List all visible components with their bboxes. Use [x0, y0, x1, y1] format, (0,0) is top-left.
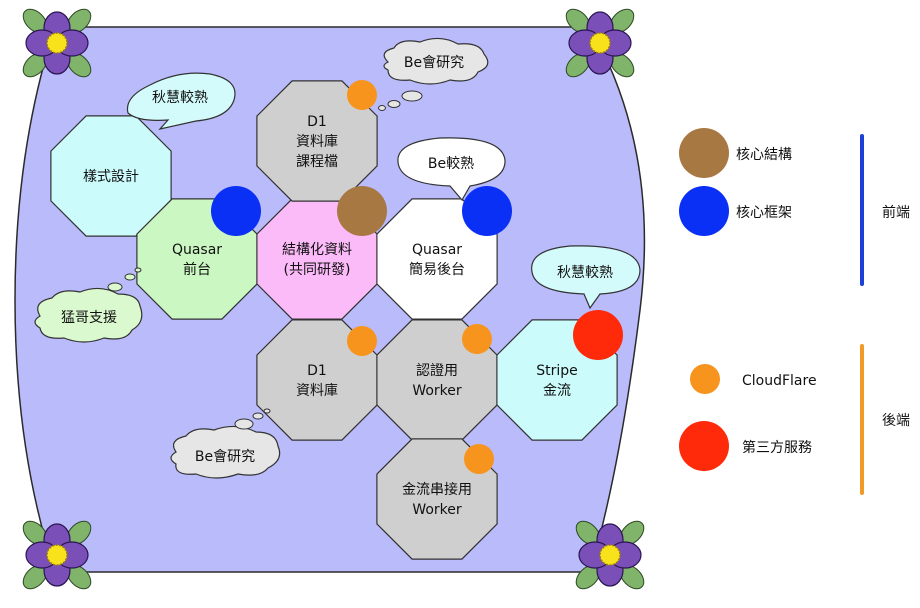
thought-cloud-be-research-top: Be會研究	[378, 37, 489, 111]
node-d1-db-label: D1 資料庫	[296, 363, 338, 399]
node-label-line: (共同研發)	[284, 262, 351, 278]
speech-bubble-qiuhui-stripe-text: 秋慧較熟	[557, 265, 613, 281]
node-styling: 樣式設計	[50, 115, 172, 237]
marker-core-structure-structured-data	[337, 186, 387, 236]
legend-cloudflare-label: CloudFlare	[742, 373, 817, 389]
marker-core-framework-quasar-backend	[462, 186, 512, 236]
marker-third-party-stripe	[573, 310, 623, 360]
node-label-line: 前台	[183, 261, 211, 278]
marker-cloudflare-d1-db	[347, 326, 377, 356]
flower-decoration-bottom-right	[570, 515, 650, 595]
node-label-line: Quasar	[172, 242, 222, 258]
node-auth-worker-label: 認證用 Worker	[412, 362, 462, 399]
flower-decoration-top-left	[17, 3, 97, 83]
legend-core-framework-swatch	[679, 186, 729, 236]
node-d1-course-label: D1 資料庫課程檔	[296, 114, 338, 170]
thought-cloud-meng-support: 猛哥支援	[34, 267, 143, 343]
node-label-line: 認證用	[416, 362, 458, 379]
flower-decoration-top-right	[560, 3, 640, 83]
legend-core-structure-label: 核心結構	[736, 147, 792, 163]
legend-core-structure-swatch	[679, 128, 729, 178]
node-quasar-backend-label: Quasar 簡易後台	[409, 242, 465, 278]
frontend-label: 前端	[882, 204, 910, 221]
speech-bubble-be-familiar: Be較熟	[397, 137, 506, 202]
node-payment-worker: 金流串接用 Worker	[376, 438, 498, 560]
speech-bubble-qiuhui-styling: 秋慧較熟	[126, 72, 236, 130]
thought-cloud-be-research-bottom: Be會研究	[170, 408, 281, 479]
legend-cloudflare-swatch	[690, 364, 720, 394]
node-label-line: Quasar	[412, 242, 462, 258]
node-styling-label: 樣式設計	[83, 168, 139, 185]
node-payment-worker-label: 金流串接用 Worker	[402, 481, 472, 518]
legend: 核心結構 核心框架 CloudFlare 第三方服務 前端 後端	[679, 128, 910, 495]
node-label-line: Worker	[412, 383, 462, 399]
node-label-line: D1	[307, 363, 327, 379]
legend-third-party-label: 第三方服務	[742, 439, 812, 456]
node-label-line: 樣式設計	[83, 168, 139, 185]
legend-core-framework-label: 核心框架	[736, 205, 792, 221]
speech-bubble-qiuhui-styling-text: 秋慧較熟	[152, 90, 208, 106]
node-quasar-backend: Quasar 簡易後台	[376, 198, 498, 320]
thought-cloud-be-research-bottom-text: Be會研究	[195, 449, 255, 465]
node-label-line: Stripe	[536, 363, 578, 379]
node-label-line: 金流串接用	[402, 481, 472, 498]
node-structured-data-label: 結構化資料 (共同研發)	[282, 242, 352, 278]
node-label-line: 課程檔	[296, 154, 338, 170]
node-label-line: 簡易後台	[409, 262, 465, 278]
node-label-line: 資料庫	[296, 382, 338, 399]
node-label-line: 資料庫	[296, 133, 338, 150]
flower-decoration-bottom-left	[17, 515, 97, 595]
node-stripe-label: Stripe 金流	[536, 363, 578, 399]
node-label-line: 結構化資料	[282, 242, 352, 258]
legend-third-party-swatch	[679, 421, 729, 471]
thought-cloud-be-research-top-text: Be會研究	[404, 55, 464, 71]
node-d1-db: D1 資料庫	[256, 319, 378, 441]
node-label-line: 金流	[543, 383, 571, 399]
node-quasar-front-label: Quasar 前台	[172, 242, 222, 278]
marker-core-framework-quasar-front	[211, 186, 261, 236]
node-label-line: D1	[307, 114, 327, 130]
marker-cloudflare-d1-course	[347, 80, 377, 110]
backend-label: 後端	[882, 413, 910, 429]
node-label-line: Worker	[412, 502, 462, 518]
speech-bubble-be-familiar-text: Be較熟	[428, 156, 474, 172]
thought-cloud-meng-support-text: 猛哥支援	[61, 310, 117, 326]
marker-cloudflare-payment-worker	[464, 444, 494, 474]
node-d1-course: D1 資料庫課程檔	[256, 80, 378, 202]
marker-cloudflare-auth-worker	[462, 324, 492, 354]
speech-bubble-qiuhui-stripe: 秋慧較熟	[531, 245, 641, 310]
